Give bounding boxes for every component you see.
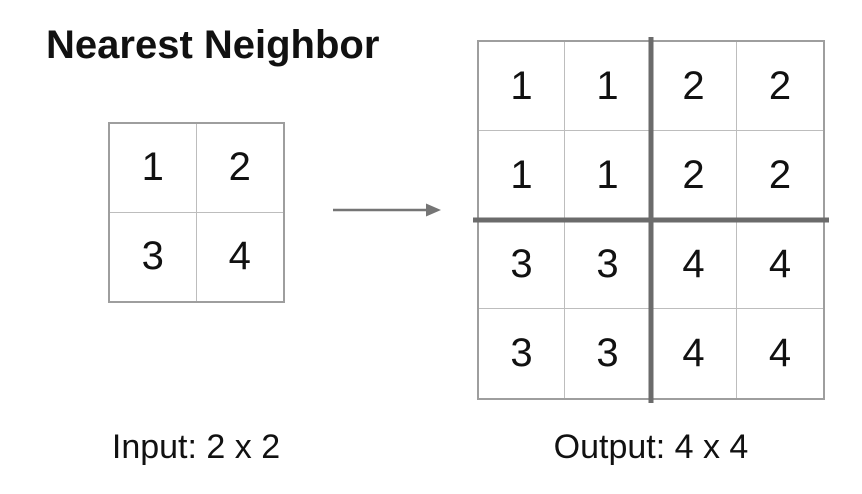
- output-grid-cells: 1 1 2 2 1 1 2 2 3 3 4 4 3 3 4 4: [477, 40, 825, 400]
- input-caption: Input: 2 x 2: [111, 428, 281, 466]
- output-cell: 2: [737, 42, 823, 131]
- output-grid: 1 1 2 2 1 1 2 2 3 3 4 4 3 3 4 4: [473, 37, 829, 403]
- output-cell: 2: [651, 42, 737, 131]
- input-cell: 1: [110, 124, 197, 213]
- right-arrow-icon: [333, 203, 441, 217]
- output-cell: 1: [479, 42, 565, 131]
- diagram-title: Nearest Neighbor: [46, 23, 380, 67]
- output-grid-thick-horizontal-divider: [473, 217, 829, 223]
- output-cell: 4: [651, 309, 737, 398]
- input-grid-cells: 1 2 3 4: [108, 122, 285, 303]
- input-cell: 3: [110, 212, 197, 301]
- output-cell: 1: [565, 42, 651, 131]
- output-cell: 4: [651, 220, 737, 309]
- input-grid: 1 2 3 4: [108, 122, 285, 303]
- output-cell: 1: [565, 131, 651, 220]
- output-caption: Output: 4 x 4: [553, 428, 749, 466]
- input-cell: 2: [196, 124, 283, 213]
- output-cell: 3: [565, 220, 651, 309]
- output-cell: 1: [479, 131, 565, 220]
- output-cell: 2: [737, 131, 823, 220]
- output-cell: 3: [479, 220, 565, 309]
- input-cell: 4: [196, 212, 283, 301]
- output-cell: 3: [479, 309, 565, 398]
- output-cell: 3: [565, 309, 651, 398]
- output-cell: 4: [737, 309, 823, 398]
- output-cell: 4: [737, 220, 823, 309]
- output-cell: 2: [651, 131, 737, 220]
